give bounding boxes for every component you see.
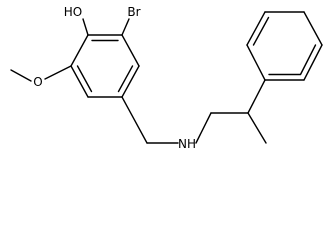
ring-b-bond-5 [303, 44, 323, 81]
bond-ch-phenyl [247, 79, 266, 114]
bromine-label: Br [127, 5, 140, 19]
ring-b-double-2 [299, 44, 317, 76]
ring-a-bond-6 [70, 34, 89, 67]
bond-ring-ch2 [121, 96, 148, 144]
ring-b-double-1 [252, 16, 270, 46]
structure-canvas: HO Br O NH [10, 5, 323, 151]
phenol-ring [70, 34, 140, 98]
bond-c-o-methoxy [44, 65, 72, 80]
bond-n-ch2 [195, 112, 212, 144]
molecule-diagram: HO Br O NH [10, 5, 323, 151]
ring-a-bond-5 [70, 65, 89, 98]
ring-b-bond-2 [246, 11, 266, 46]
ring-b-bond-1 [246, 44, 266, 81]
bond-ch-ch3 [247, 112, 267, 144]
phenyl-ring [246, 11, 323, 81]
bond-c-br [121, 18, 130, 36]
ring-a-double-3 [76, 65, 93, 93]
methoxy-oxygen-label: O [33, 75, 42, 89]
ring-a-double-2 [117, 65, 134, 93]
bond-c-oh [82, 18, 89, 36]
amine-label: NH [178, 137, 196, 151]
ring-a-bond-3 [121, 65, 140, 98]
ring-b-bond-4 [303, 11, 323, 46]
ring-a-bond-2 [121, 34, 140, 67]
hydroxyl-label: HO [64, 5, 82, 19]
bond-o-ch3 [10, 69, 32, 82]
